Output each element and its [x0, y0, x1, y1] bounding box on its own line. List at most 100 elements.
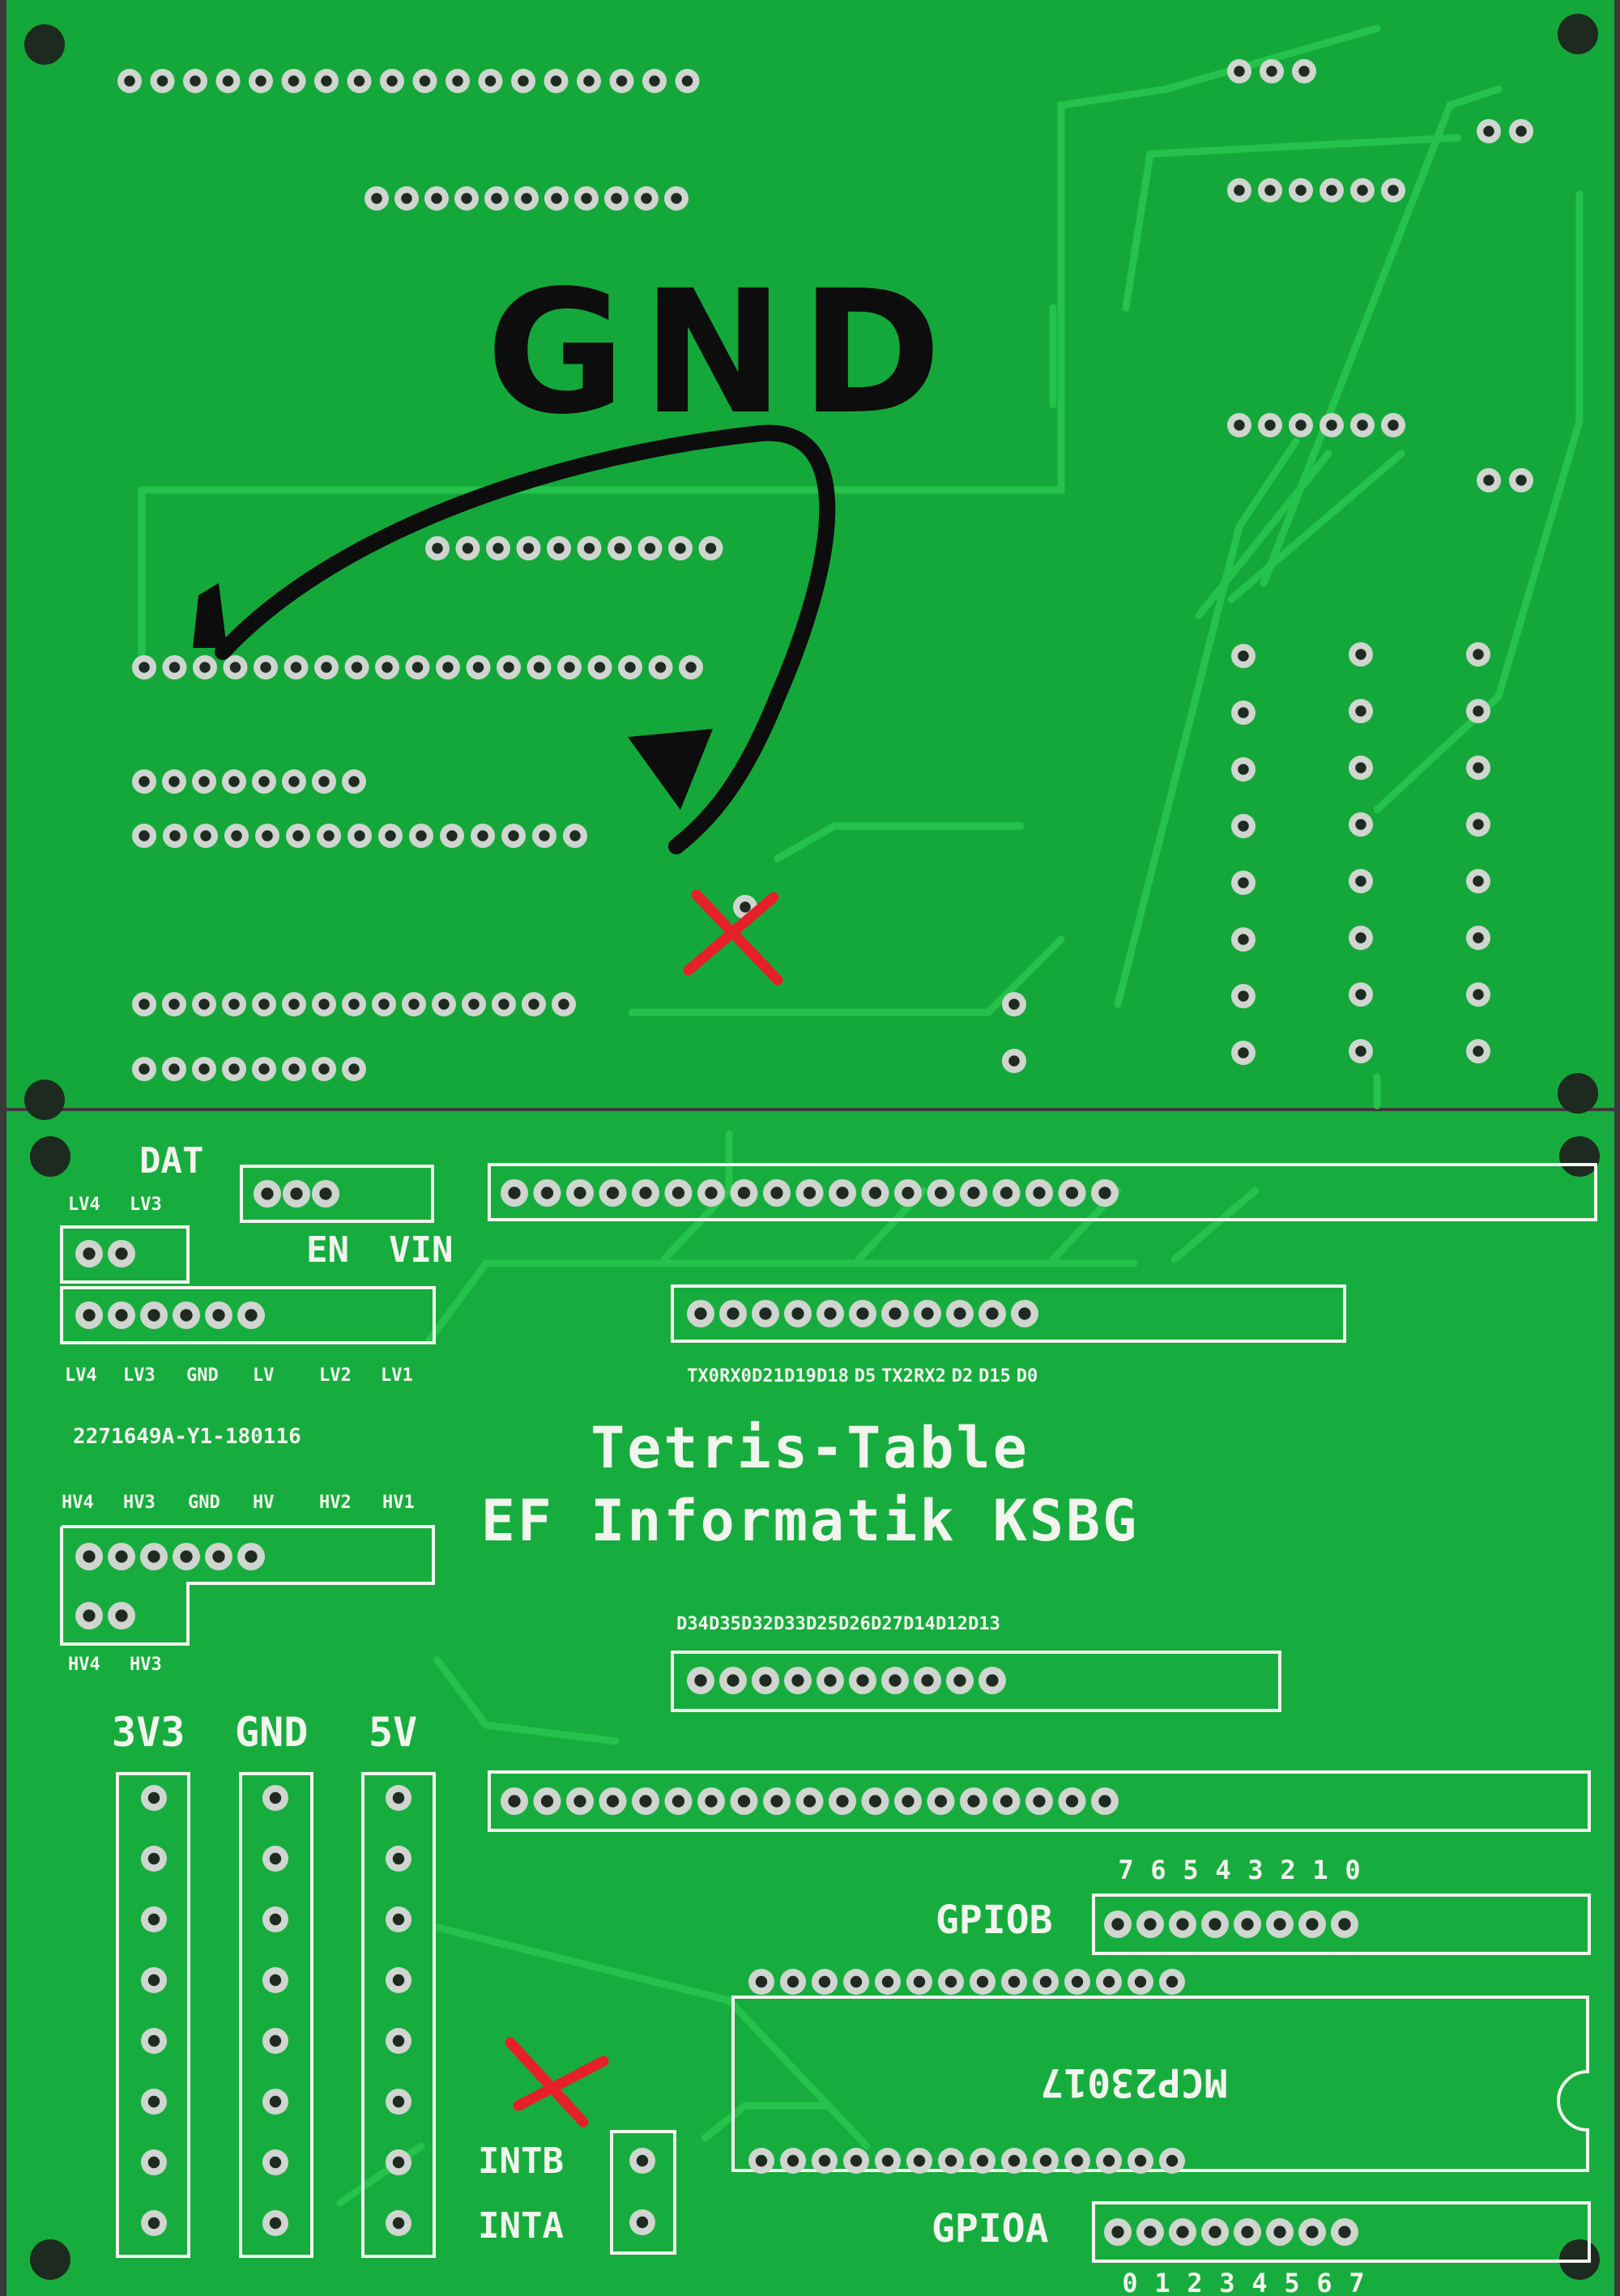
pad	[532, 824, 556, 848]
silkscreen-text: DAT EN VIN LV4 LV3 LV4 LV3 GND LV LV2 LV…	[62, 1140, 1365, 2296]
header-pin-label: D0	[1017, 1366, 1038, 1387]
pad	[599, 1179, 627, 1207]
header-pin-label: 1	[1312, 1855, 1328, 1885]
pad	[192, 992, 216, 1016]
pad	[501, 1179, 528, 1207]
handwritten-annotations: GND	[193, 253, 957, 2128]
handwritten-gnd-label: GND	[486, 253, 957, 452]
pad	[1002, 1049, 1026, 1073]
pad	[281, 69, 306, 93]
header-pin-label: 3	[1219, 2268, 1234, 2296]
pad	[1231, 814, 1256, 838]
pad	[432, 992, 456, 1016]
pad	[262, 1967, 288, 1993]
pad	[141, 1967, 167, 1993]
pad	[1136, 2218, 1164, 2246]
pad	[205, 1301, 232, 1329]
pad	[162, 655, 187, 679]
pad	[1025, 1787, 1053, 1815]
pad	[386, 2028, 411, 2054]
pad	[1292, 59, 1316, 83]
pad	[75, 1602, 103, 1629]
pad	[1466, 926, 1490, 950]
header-pin-label: D35	[709, 1614, 741, 1634]
pad	[1381, 413, 1405, 437]
header-pin-label: D34	[676, 1614, 709, 1634]
label-lv2: LV2	[319, 1365, 352, 1386]
pad	[1033, 2148, 1059, 2174]
pad	[249, 69, 273, 93]
header-pin-label: D25	[806, 1614, 838, 1634]
pad	[386, 2210, 411, 2236]
header-pin-label: RX0	[719, 1366, 752, 1387]
pad	[632, 1179, 659, 1207]
pad	[687, 1300, 714, 1327]
pad	[1002, 992, 1026, 1016]
pad	[1231, 701, 1256, 725]
pad	[1231, 1041, 1256, 1065]
pad	[1331, 2218, 1358, 2246]
header-pin-label: 4	[1251, 2268, 1267, 2296]
pad	[634, 186, 659, 211]
label-hv3-bottom: HV3	[130, 1655, 162, 1675]
pad	[1349, 926, 1373, 950]
pad	[574, 186, 599, 211]
label-hv1: HV1	[382, 1493, 415, 1513]
pad	[386, 1906, 411, 1932]
pad	[970, 1969, 995, 1995]
pad	[497, 655, 521, 679]
pad	[1258, 178, 1282, 202]
pad	[1001, 2148, 1027, 2174]
pad	[978, 1667, 1006, 1694]
pad	[812, 2148, 838, 2174]
pad	[1058, 1179, 1086, 1207]
pad	[446, 69, 470, 93]
pad	[861, 1179, 889, 1207]
pad	[1319, 178, 1344, 202]
pad	[162, 1057, 186, 1081]
header-pin-label: D13	[968, 1614, 1000, 1634]
pad	[1466, 642, 1490, 667]
pad	[314, 655, 339, 679]
pad	[861, 1787, 889, 1815]
header-pin-label: RX2	[914, 1366, 946, 1387]
pad	[132, 824, 156, 848]
pad	[843, 1969, 869, 1995]
pad	[629, 2209, 655, 2235]
header-pin-label: 0	[1345, 1855, 1360, 1885]
pad	[664, 186, 688, 211]
pad	[604, 186, 629, 211]
pad	[1227, 59, 1251, 83]
pad	[342, 769, 366, 794]
pad	[784, 1667, 812, 1694]
pad	[223, 655, 248, 679]
pad	[1477, 468, 1501, 492]
red-x-mark-bottom	[505, 2037, 609, 2128]
pad	[1349, 642, 1373, 667]
pad	[222, 992, 246, 1016]
pad	[1136, 1910, 1164, 1938]
pad	[1466, 699, 1490, 723]
pad	[960, 1787, 987, 1815]
header-pin-label: 5	[1183, 1855, 1198, 1885]
pad	[283, 1180, 310, 1208]
pad	[632, 1787, 659, 1815]
header-pin-label: 7	[1118, 1855, 1133, 1885]
pad	[780, 1969, 806, 1995]
pad	[1258, 413, 1282, 437]
pad	[730, 1179, 758, 1207]
pad	[1350, 413, 1375, 437]
pad	[906, 1969, 932, 1995]
pad	[1231, 984, 1256, 1008]
pad	[881, 1667, 909, 1694]
pad	[108, 1602, 135, 1629]
header-pin-label: D5	[855, 1366, 876, 1387]
pad	[132, 992, 156, 1016]
pad	[914, 1300, 941, 1327]
pad	[1201, 1910, 1229, 1938]
marker-arrow-gnd	[215, 424, 836, 854]
label-gnd-rail: GND	[235, 1709, 308, 1756]
pad	[108, 1543, 135, 1570]
pad	[927, 1787, 955, 1815]
